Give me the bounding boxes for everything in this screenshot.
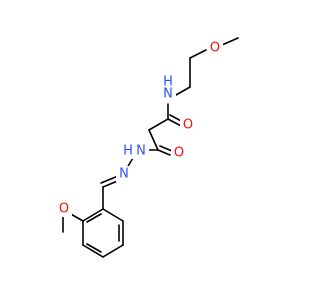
atom-labels: O N H O O H N N O: [56, 40, 223, 217]
label-bg-o-ring: [56, 201, 72, 217]
atom-h-amide: H: [163, 75, 173, 90]
label-bg-nh-hydrazide: [127, 143, 149, 159]
label-bg-n-hydrazone: [116, 166, 132, 182]
atom-o-amide-2: O: [174, 146, 184, 161]
label-bg-o-amide1: [180, 117, 196, 133]
ring-bond-6: [82, 208, 104, 222]
ring-inner-2: [86, 243, 102, 253]
bond-n-ch-b: [100, 175, 119, 184]
atom-o-ether-ring: O: [59, 202, 69, 217]
molecule-structure: O N H O O H N N O: [56, 37, 239, 258]
bond-c2-o2-b: [159, 145, 173, 152]
molecule-diagram: O N H O O H N N O: [56, 37, 239, 258]
label-bg-nh: [160, 86, 176, 102]
atom-o-ether-top: O: [210, 41, 220, 56]
atom-h-hydrazide: H: [123, 144, 133, 159]
atom-o-amide-1: O: [183, 118, 193, 133]
ring-bond-1: [102, 208, 124, 222]
bond-methyl-o-top: [221, 37, 239, 46]
label-bg-o-amide2: [171, 145, 187, 161]
bond-ch2-c2: [148, 129, 159, 151]
bond-ch2-nh: [175, 86, 191, 96]
bonds: [62, 37, 239, 258]
ring-bond-3: [102, 244, 124, 258]
bond-c2-o2-a: [157, 149, 171, 156]
ring-bond-4: [82, 244, 104, 258]
atom-n-hydrazone: N: [119, 167, 129, 182]
bond-c1-ch2: [148, 118, 169, 131]
atom-n-amide: N: [163, 87, 173, 102]
ring-inner-3: [86, 213, 102, 223]
bond-o-ch2-top: [189, 49, 207, 59]
label-bg-o-top: [207, 40, 223, 56]
atom-n-hydrazide: N: [136, 144, 146, 159]
